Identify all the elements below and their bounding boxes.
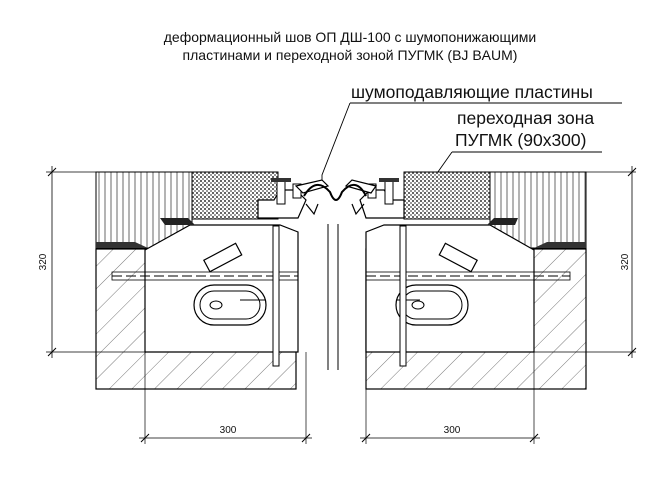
edge-profile-right — [359, 189, 405, 219]
dimension-label-height-left: 320 — [38, 253, 49, 270]
vertical-rebar-right — [399, 225, 407, 367]
title-line-1: деформационный шов ОП ДШ-100 с шумопониж… — [164, 29, 536, 45]
callout-pugmk: ПУГМК (90х300) — [455, 130, 586, 150]
loop-hole-left — [209, 300, 223, 310]
seal-lock-right — [351, 203, 365, 216]
chamfer-plate-right — [487, 218, 518, 225]
dimension-width-right — [360, 352, 540, 444]
dimension-label-height-right: 320 — [620, 253, 631, 270]
membrane-left — [96, 242, 148, 248]
dimension-height-left — [46, 166, 145, 358]
vertical-rebar-left — [272, 225, 280, 367]
dimension-height-right — [534, 166, 637, 358]
leader-noise-plates — [321, 102, 351, 186]
loop-hole-right — [411, 300, 425, 310]
transition-zone-right — [403, 171, 491, 220]
loop-anchor-inner-left — [199, 290, 261, 320]
chamfer-plate-left — [160, 218, 195, 225]
bolt-left-1 — [276, 179, 286, 205]
rebar-outline-right — [365, 271, 571, 281]
bolt-head-left-1 — [271, 178, 291, 182]
left-slab — [95, 171, 330, 390]
anchor-plate-right — [438, 242, 478, 273]
callout-noise-plates: шумоподавляющие пластины — [351, 82, 593, 102]
dimension-label-width-left: 300 — [220, 425, 237, 436]
seal-lock-left — [305, 203, 319, 216]
dimension-width-left — [139, 352, 312, 444]
bolt-head-right-1 — [379, 178, 399, 182]
anchor-plate-left — [203, 242, 243, 273]
dimension-label-width-right: 300 — [444, 425, 461, 436]
membrane-right — [534, 242, 586, 248]
title-line-2: пластинами и переходной зоной ПУГМК (BJ … — [183, 47, 518, 63]
loop-anchor-inner-right — [401, 290, 463, 320]
joint-seal — [303, 184, 367, 370]
callout-transition-zone: переходная зона — [457, 108, 594, 128]
right-slab — [344, 171, 587, 390]
rubber-seal — [303, 184, 367, 201]
rebar-outline-left — [111, 271, 299, 281]
noise-plate-right — [344, 179, 378, 194]
bolt-right-1 — [384, 179, 394, 205]
